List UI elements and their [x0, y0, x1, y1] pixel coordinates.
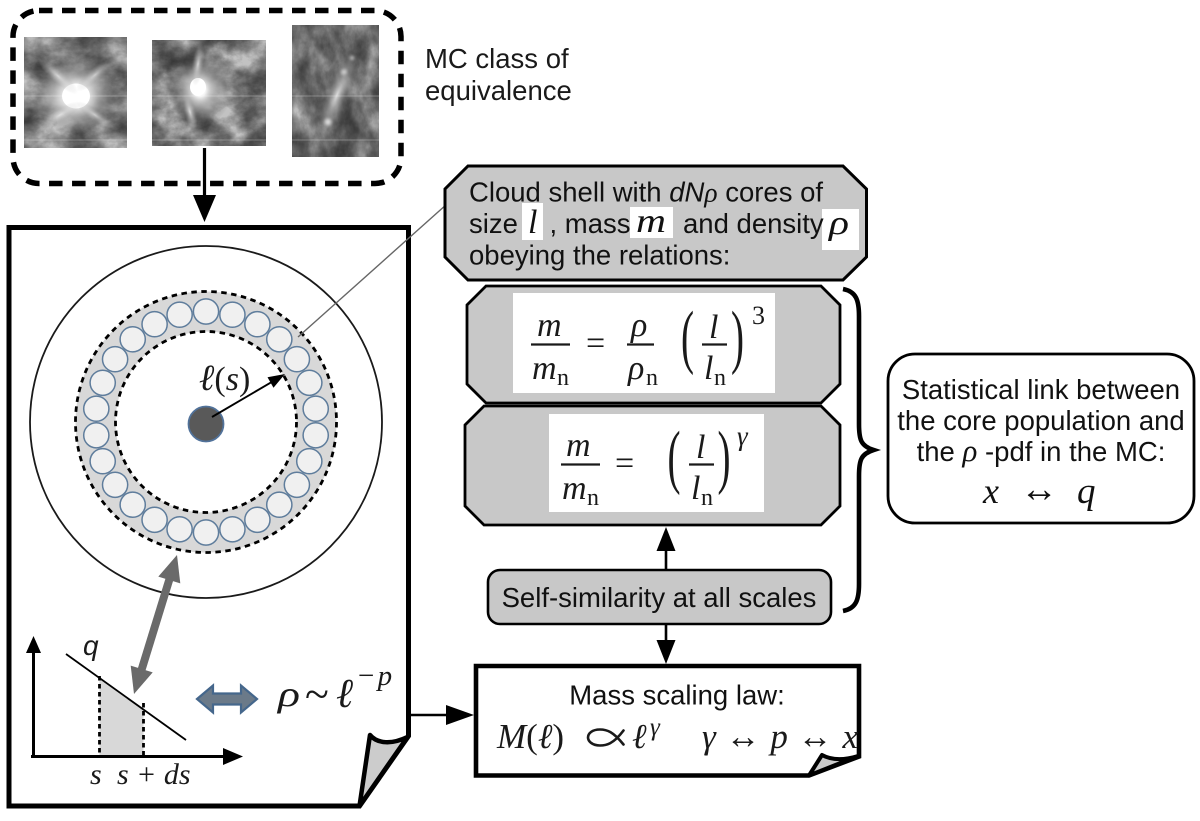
svg-text:n: n [557, 365, 569, 391]
svg-text:and density: and density [683, 208, 824, 239]
svg-text:M(ℓ): M(ℓ) [496, 717, 564, 756]
svg-text:(: ( [668, 418, 681, 496]
svg-text:ℓ: ℓ [632, 717, 647, 756]
svg-text:m: m [537, 307, 562, 344]
svg-text:ρ: ρ [277, 674, 300, 714]
svg-text:s: s [90, 758, 102, 791]
svg-text:↔: ↔ [1020, 469, 1058, 511]
svg-text:m: m [566, 427, 591, 464]
svg-text:~: ~ [305, 670, 329, 719]
svg-text:): ) [731, 298, 744, 376]
svg-text:Mass scaling law:: Mass scaling law: [569, 680, 785, 711]
svg-text:): ) [718, 418, 731, 496]
svg-text:l: l [709, 309, 718, 346]
svg-text:q: q [83, 630, 99, 661]
svg-text:m: m [562, 470, 587, 507]
svg-text:m: m [636, 203, 666, 240]
svg-text:the ρ -pdf in the MC:: the ρ -pdf in the MC: [917, 433, 1166, 468]
svg-text:ρ: ρ [630, 307, 647, 344]
svg-text:ℓ: ℓ [336, 670, 353, 716]
svg-text:=: = [615, 445, 634, 482]
svg-text:l: l [691, 470, 700, 507]
svg-text:size: size [469, 208, 518, 239]
svg-text:equivalence: equivalence [425, 75, 572, 106]
svg-text:−p: −p [356, 660, 392, 692]
svg-text:MC class of: MC class of [425, 43, 569, 74]
svg-text:l: l [696, 429, 705, 466]
svg-text:ℓ(s): ℓ(s) [199, 358, 250, 399]
svg-text:n: n [587, 485, 599, 511]
svg-text:n: n [701, 485, 713, 511]
svg-text:=: = [586, 325, 605, 362]
svg-text:γ: γ [650, 714, 661, 741]
svg-text:l: l [528, 204, 537, 241]
svg-text:3: 3 [752, 301, 765, 330]
svg-text:Self-similarity at all scales: Self-similarity at all scales [502, 582, 817, 613]
svg-text:m: m [532, 350, 557, 387]
svg-text:, mass: , mass [550, 208, 631, 239]
svg-text:γ ↔ p ↔ x: γ ↔ p ↔ x [702, 717, 858, 756]
svg-text:ρ: ρ [828, 205, 849, 242]
svg-text:n: n [646, 365, 658, 391]
svg-text:the core population and: the core population and [897, 405, 1184, 436]
svg-text:obeying the relations:: obeying the relations: [469, 240, 730, 271]
svg-text:q: q [1077, 471, 1096, 512]
svg-text:Cloud shell with dNρ cores of: Cloud shell with dNρ cores of [469, 177, 823, 208]
svg-text:(: ( [681, 298, 694, 376]
svg-text:n: n [714, 365, 726, 391]
svg-text:x: x [982, 471, 999, 511]
svg-text:l: l [704, 350, 713, 387]
svg-text:γ: γ [737, 421, 749, 451]
svg-text:Statistical link between: Statistical link between [902, 374, 1180, 405]
svg-text:ρ: ρ [627, 350, 644, 387]
svg-text:s + ds: s + ds [117, 758, 191, 791]
